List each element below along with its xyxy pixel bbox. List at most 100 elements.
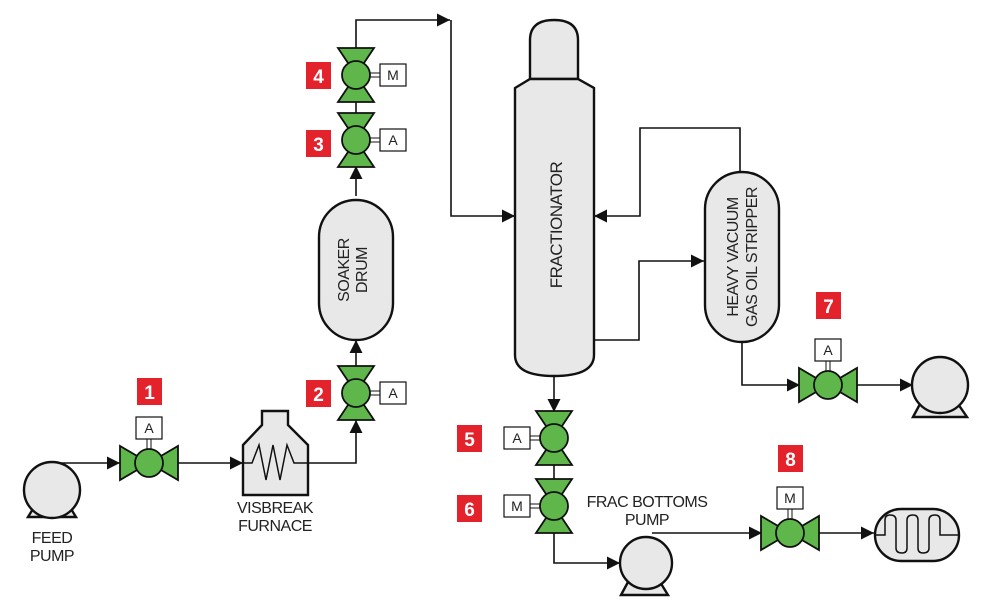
actuator-box-icon [379, 381, 407, 405]
actuator-type: A [512, 430, 522, 446]
actuator-8[interactable]: M [776, 486, 804, 510]
actuator-box-icon [814, 338, 842, 362]
pipe-fractionator-feed [450, 20, 515, 223]
valve-number-badge: 4 [306, 62, 331, 89]
pump-icon [618, 535, 674, 591]
frac-bottoms-pump[interactable]: FRAC BOTTOMS PUMP [587, 494, 708, 597]
stripper-label-1: HEAVY VACUUM [725, 197, 742, 317]
actuator-type: A [388, 132, 398, 148]
badge-number: 4 [313, 67, 324, 88]
soaker-drum-icon [317, 198, 395, 342]
actuator-1[interactable]: A [135, 416, 163, 440]
badge-number: 6 [464, 500, 475, 521]
valve-stem-icon [530, 503, 540, 509]
valve-4[interactable]: M4 [306, 47, 407, 103]
valve-ball-icon [341, 378, 371, 408]
valve-ball-icon [539, 491, 569, 521]
actuator-box-icon [135, 416, 163, 440]
badge-background [816, 292, 841, 319]
valve-1[interactable]: A1 [119, 378, 179, 482]
actuator-5[interactable]: A [503, 426, 531, 450]
actuator-type: M [387, 67, 399, 83]
actuator-box-icon [776, 486, 804, 510]
fractionator-top-icon [528, 18, 580, 81]
furnace-icon [241, 409, 310, 497]
valve-stem-icon [825, 361, 831, 371]
feed-pump[interactable]: FEED PUMP [22, 460, 82, 565]
actuator-type: M [784, 490, 796, 506]
actuator-2[interactable]: A [379, 381, 407, 405]
valve-stem-icon [787, 509, 793, 519]
badge-background [457, 495, 482, 522]
valve-number-badge: 5 [457, 425, 482, 452]
actuator-type: A [823, 342, 833, 358]
pump-icon [22, 460, 82, 520]
fractionator[interactable]: FRACTIONATOR [513, 18, 596, 378]
valve-8[interactable]: M8 [760, 445, 820, 552]
furnace-label-2: FURNACE [238, 518, 312, 535]
valve-stem-icon [370, 137, 380, 143]
actuator-type: A [144, 420, 154, 436]
badge-number: 2 [313, 385, 324, 406]
badge-background [457, 425, 482, 452]
valve-3[interactable]: A3 [306, 112, 407, 168]
hvgo-stripper[interactable]: HEAVY VACUUM GAS OIL STRIPPER [703, 170, 781, 344]
valve-stem-icon [370, 390, 380, 396]
frac-bottoms-label-1: FRAC BOTTOMS [587, 494, 708, 511]
valve-stem-icon [530, 435, 540, 441]
badge-number: 1 [144, 383, 155, 404]
badge-number: 3 [313, 135, 324, 156]
valve-number-badge: 1 [137, 378, 162, 405]
valve-ball-icon [341, 60, 371, 90]
valve-ball-icon [539, 423, 569, 453]
actuator-3[interactable]: A [379, 128, 407, 152]
pipe-stripper-to-valve7 [741, 340, 800, 392]
valve-6[interactable]: M6 [457, 478, 574, 534]
badge-number: 8 [785, 450, 796, 471]
actuator-6[interactable]: M [503, 494, 531, 518]
badge-background [778, 445, 803, 472]
valve-7[interactable]: A7 [798, 292, 858, 404]
actuator-box-icon [379, 128, 407, 152]
pipe-valve6-to-pump [553, 532, 620, 570]
actuator-box-icon [503, 426, 531, 450]
badge-number: 7 [823, 297, 834, 318]
valve-ball-icon [341, 125, 371, 155]
valve-ball-icon [775, 518, 805, 548]
valve-number-badge: 7 [816, 292, 841, 319]
valve-number-badge: 3 [306, 130, 331, 157]
furnace-coil-icon [243, 442, 308, 481]
actuator-4[interactable]: M [379, 63, 407, 87]
valve-stem-icon [370, 72, 380, 78]
actuator-type: M [511, 498, 523, 514]
stripper-label-2: GAS OIL STRIPPER [744, 187, 761, 327]
actuator-box-icon [503, 494, 531, 518]
valve-number-badge: 2 [306, 380, 331, 407]
pipe-valve4-to-fractionator [355, 13, 450, 48]
actuator-box-icon [379, 63, 407, 87]
pipe-fractionator-to-stripper [594, 254, 704, 341]
pipe-stripper-return [594, 127, 741, 223]
stripper-pump[interactable] [910, 355, 970, 419]
fractionator-label: FRACTIONATOR [547, 162, 566, 289]
visbreak-furnace[interactable]: VISBREAK FURNACE [237, 409, 314, 535]
badge-background [306, 380, 331, 407]
valve-2[interactable]: A2 [306, 365, 407, 421]
exchanger-coil-icon [875, 514, 959, 554]
soaker-drum[interactable]: SOAKER DRUM [317, 198, 395, 342]
valve-ball-icon [813, 370, 843, 400]
actuator-type: A [388, 385, 398, 401]
feed-pump-label-2: PUMP [30, 548, 74, 565]
actuator-7[interactable]: A [814, 338, 842, 362]
pipes [52, 13, 913, 570]
fractionator-body-icon [513, 77, 596, 378]
pipe-furnace-to-valve2 [308, 420, 363, 464]
heat-exchanger[interactable] [873, 507, 961, 563]
pump-icon [910, 355, 970, 415]
badge-number: 5 [464, 430, 475, 451]
badge-background [306, 62, 331, 89]
valve-5[interactable]: A5 [457, 410, 574, 466]
feed-pump-label-1: FEED [32, 530, 73, 547]
